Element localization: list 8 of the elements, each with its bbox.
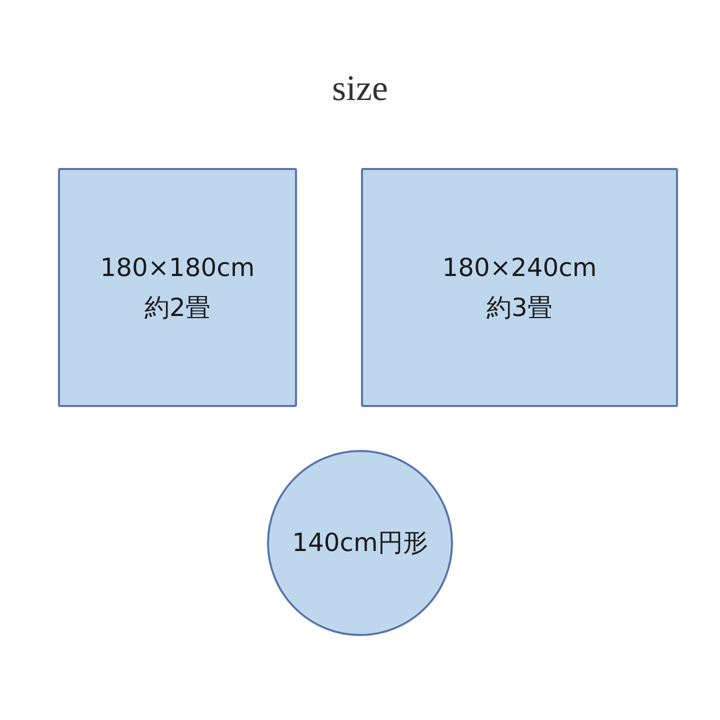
size-label: 約3畳: [486, 292, 552, 324]
size-rectangle: [58, 168, 297, 407]
title: size: [332, 67, 388, 110]
size-label: 140cm円形: [292, 527, 428, 559]
size-label: 約2畳: [144, 292, 210, 324]
size-label: 180×240cm: [442, 252, 597, 284]
size-label: 180×180cm: [100, 252, 255, 284]
size-rectangle: [361, 168, 678, 407]
